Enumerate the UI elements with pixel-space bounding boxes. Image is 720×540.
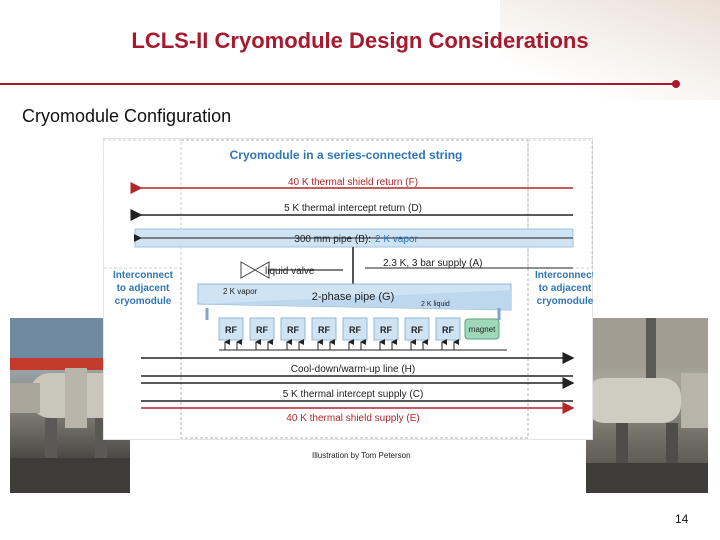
interconnect-left-line-2: to adjacent bbox=[117, 283, 170, 294]
slide-title: LCLS-II Cryomodule Design Considerations bbox=[0, 28, 720, 54]
cooldown-label: Cool-down/warm-up line (H) bbox=[291, 364, 415, 375]
interconnect-right-line-2: to adjacent bbox=[539, 283, 592, 294]
supply-a-label: 2.3 K, 3 bar supply (A) bbox=[383, 258, 483, 269]
interconnect-right-line-1: Interconnect bbox=[535, 270, 593, 281]
svg-text:RF: RF bbox=[225, 325, 237, 335]
diagram-heading: Cryomodule in a series-connected string bbox=[230, 148, 463, 162]
two-phase-label: 2-phase pipe (G) bbox=[312, 291, 395, 303]
rf-cavity-5: RF bbox=[343, 318, 367, 340]
rf-cavity-6: RF bbox=[374, 318, 398, 340]
pipe-b-vapor-label: 2 K vapor bbox=[375, 234, 418, 245]
page-number: 14 bbox=[675, 512, 688, 526]
two-k-liquid-label: 2 K liquid bbox=[421, 301, 450, 308]
magnet-box: magnet bbox=[465, 319, 499, 339]
illustration-credit: Illustration by Tom Peterson bbox=[312, 451, 411, 460]
rf-cavity-3: RF bbox=[281, 318, 305, 340]
svg-text:magnet: magnet bbox=[469, 325, 496, 334]
svg-text:RF: RF bbox=[318, 325, 330, 335]
two-k-vapor-label: 2 K vapor bbox=[223, 287, 258, 296]
svg-text:RF: RF bbox=[411, 325, 423, 335]
rf-cavity-8: RF bbox=[436, 318, 460, 340]
svg-text:RF: RF bbox=[442, 325, 454, 335]
intercept-supply-label: 5 K thermal intercept supply (C) bbox=[283, 389, 424, 400]
svg-text:RF: RF bbox=[256, 325, 268, 335]
title-rule-dot bbox=[672, 80, 680, 88]
rf-cavity-2: RF bbox=[250, 318, 274, 340]
interconnect-left-line-1: Interconnect bbox=[113, 270, 174, 281]
rf-cavity-4: RF bbox=[312, 318, 336, 340]
liquid-valve-label: liquid valve bbox=[265, 266, 315, 277]
interconnect-right-line-3: cryomodule bbox=[537, 296, 593, 307]
rf-cavity-7: RF bbox=[405, 318, 429, 340]
title-rule bbox=[0, 83, 676, 85]
interconnect-left-line-3: cryomodule bbox=[115, 296, 172, 307]
slide-subtitle: Cryomodule Configuration bbox=[22, 106, 231, 127]
svg-text:RF: RF bbox=[349, 325, 361, 335]
svg-text:RF: RF bbox=[380, 325, 392, 335]
shield-supply-label: 40 K thermal shield supply (E) bbox=[286, 413, 419, 424]
svg-text:RF: RF bbox=[287, 325, 299, 335]
cryomodule-photo-right bbox=[586, 318, 708, 493]
intercept-return-label: 5 K thermal intercept return (D) bbox=[284, 203, 422, 214]
cryomodule-diagram: Cryomodule in a series-connected string … bbox=[103, 138, 593, 440]
rf-cavity-1: RF bbox=[219, 318, 243, 340]
pipe-b-label: 300 mm pipe (B): bbox=[294, 234, 371, 245]
shield-return-label: 40 K thermal shield return (F) bbox=[288, 177, 418, 188]
